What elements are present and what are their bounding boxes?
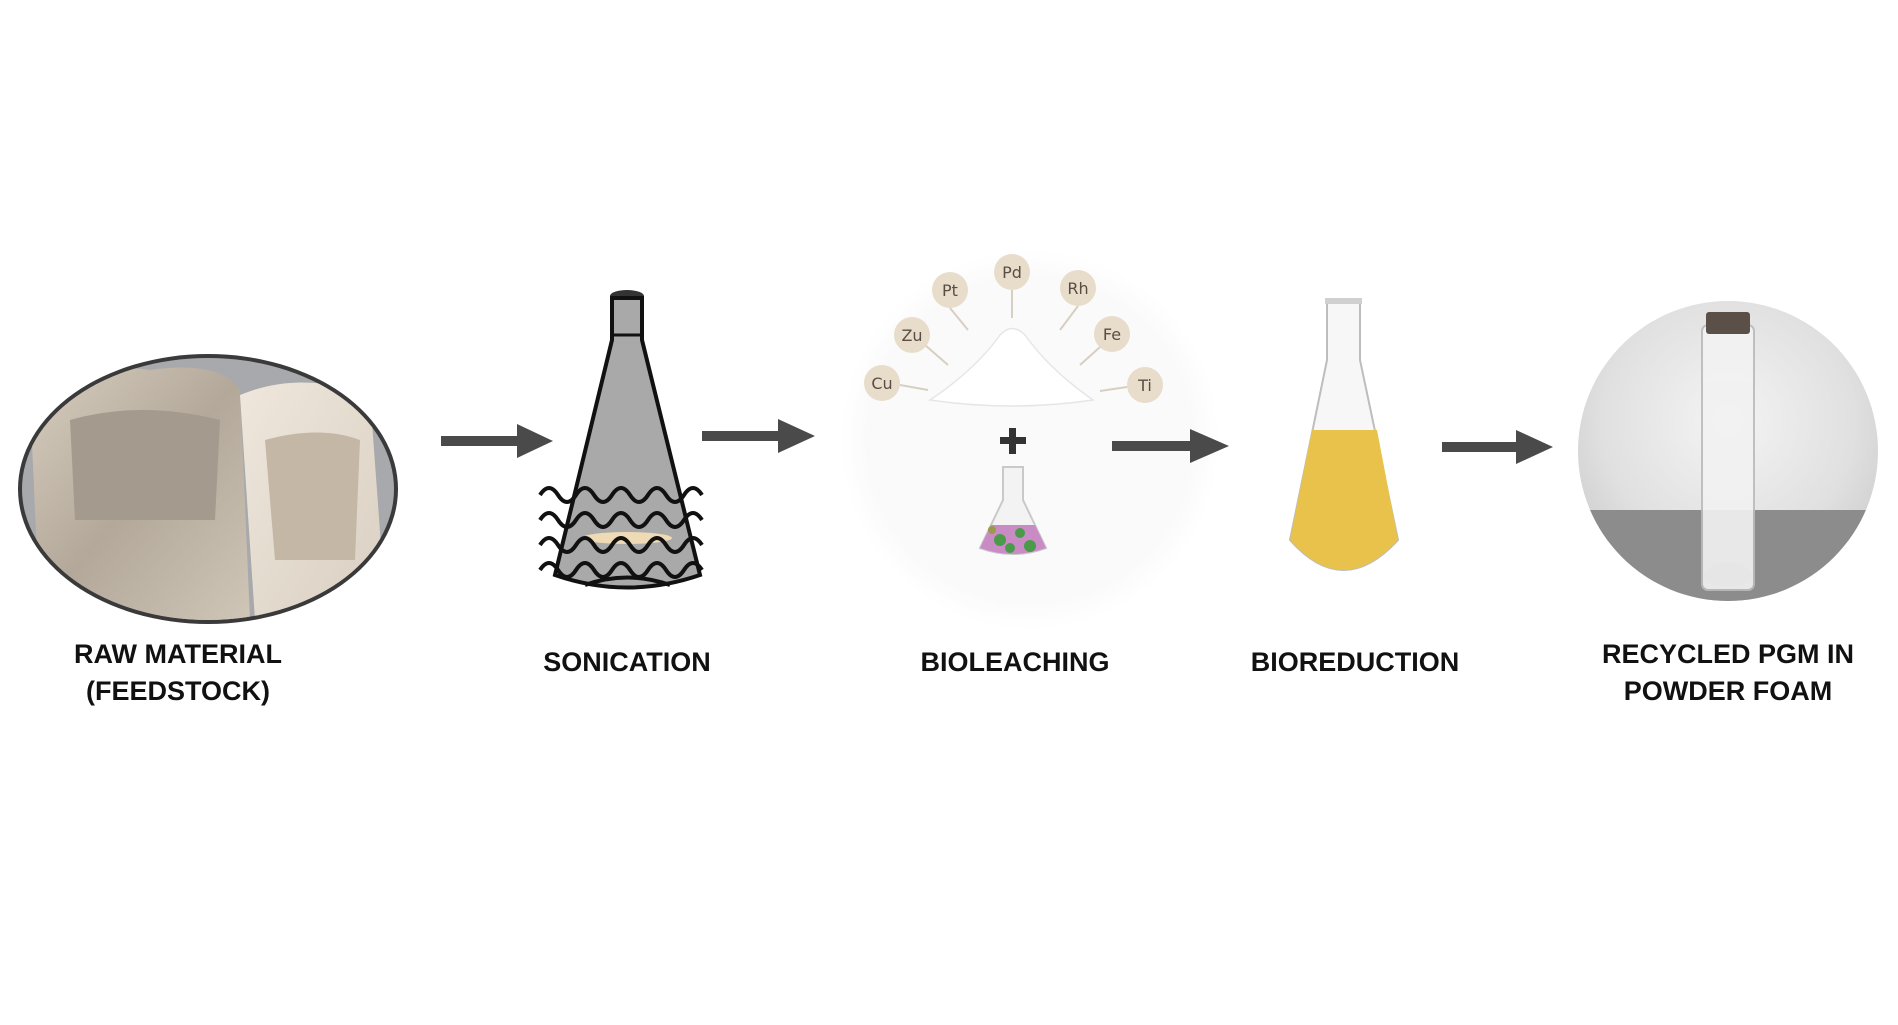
element-bubble-pt (932, 272, 968, 308)
element-label: Zu (901, 326, 922, 345)
step-label-raw-material: RAW MATERIAL (74, 639, 282, 669)
step-label-recycled-pgm-sub: POWDER FOAM (1624, 676, 1833, 706)
raw-material-image (18, 354, 398, 624)
arrow-icon (1112, 429, 1229, 463)
element-bubbles (864, 254, 1163, 403)
bioreduction-flask-icon (1288, 298, 1400, 571)
element-label: Pt (942, 281, 958, 300)
step-label-bioleaching: BIOLEACHING (921, 647, 1110, 677)
element-label: Fe (1103, 325, 1121, 344)
element-bubble-fe (1094, 316, 1130, 352)
arrow-icon (441, 424, 553, 458)
bioleaching-illustration: Pt Pd Rh Zu Fe Cu Ti (840, 250, 1220, 630)
pgm-vial-image (1578, 301, 1878, 601)
step-label-raw-material-sub: (FEEDSTOCK) (86, 676, 270, 706)
sonication-flask-icon (538, 290, 704, 590)
element-label: Pd (1002, 263, 1022, 282)
element-bubble-rh (1060, 270, 1096, 306)
step-label-bioreduction: BIOREDUCTION (1251, 647, 1460, 677)
element-bubble-ti (1127, 367, 1163, 403)
element-bubble-pd (994, 254, 1030, 290)
powder-pile (927, 327, 1095, 407)
element-bubble-cu (864, 365, 900, 401)
element-label: Rh (1067, 279, 1088, 298)
element-label: Cu (871, 374, 892, 393)
step-label-sonication: SONICATION (543, 647, 711, 677)
arrow-icon (1442, 430, 1553, 464)
arrow-icon (702, 419, 815, 453)
element-bubble-zu (894, 317, 930, 353)
element-label: Ti (1137, 376, 1152, 395)
plus-icon (1000, 428, 1026, 454)
step-label-recycled-pgm: RECYCLED PGM IN (1602, 639, 1854, 669)
culture-flask-icon (978, 466, 1048, 555)
